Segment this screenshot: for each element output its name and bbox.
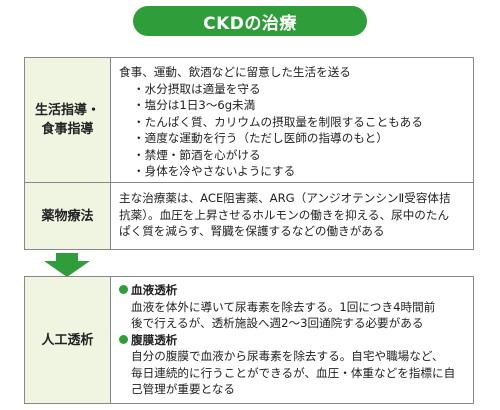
bullet-dot-icon [119, 285, 128, 294]
label-line: 薬物療法 [41, 208, 94, 224]
label-line: 食事指導 [41, 122, 94, 137]
dialysis-table: 人工透析 血液透析 血液を体外に導いて尿毒素を除去する。1回につき4時間前 後で… [24, 276, 474, 404]
section-title-text: 腹膜透析 [131, 332, 178, 347]
section-title: 血液透析 [119, 282, 465, 299]
row-content-medication: 主な治療薬は、ACE阻害薬、ARG（アンジオテンシンⅡ受容体拮 抗薬）。血圧を上… [111, 183, 473, 249]
row-label-lifestyle: 生活指導・ 食事指導 [25, 58, 111, 182]
bullet-dot-icon [119, 334, 128, 344]
treatment-table: 生活指導・ 食事指導 食事、運動、飲酒などに留意した生活を送る ・水分摂取は適量… [24, 57, 474, 250]
section-line: 自分の腹膜で血液から尿毒素を除去する。自宅や職場など、 [131, 349, 444, 363]
down-arrow-icon [44, 253, 90, 277]
lifestyle-bullet: ・適度な運動を行う（ただし医師の指導のもと） [133, 131, 388, 145]
row-content-dialysis: 血液透析 血液を体外に導いて尿毒素を除去する。1回につき4時間前 後で行えるが、… [111, 277, 473, 403]
row-medication: 薬物療法 主な治療薬は、ACE阻害薬、ARG（アンジオテンシンⅡ受容体拮 抗薬）… [25, 183, 473, 249]
medication-line: 主な治療薬は、ACE阻害薬、ARG（アンジオテンシンⅡ受容体拮 [119, 191, 451, 205]
lifestyle-bullet: ・身体を冷やさないようにする [133, 164, 296, 178]
row-label-dialysis: 人工透析 [25, 277, 111, 403]
lifestyle-intro: 食事、運動、飲酒などに留意した生活を送る [119, 65, 351, 79]
medication-line: 抗薬）。血圧を上昇させるホルモンの働きを抑える、尿中のたん [119, 207, 450, 222]
label-line: 生活指導・ [34, 103, 100, 118]
section-title-text: 血液透析 [131, 283, 178, 297]
page-title: CKDの治療 [203, 13, 297, 34]
lifestyle-bullet: ・禁煙・節酒を心がける [133, 147, 261, 162]
lifestyle-bullet: ・水分摂取は適量を守る [133, 81, 261, 96]
lifestyle-bullet: ・塩分は1日3～6g未満 [133, 98, 256, 112]
row-lifestyle: 生活指導・ 食事指導 食事、運動、飲酒などに留意した生活を送る ・水分摂取は適量… [25, 58, 473, 183]
row-label-medication: 薬物療法 [25, 183, 111, 249]
section-line: 血液を体外に導いて尿毒素を除去する。1回につき4時間前 [131, 299, 436, 314]
section-line: 己管理が重要となる [131, 382, 235, 396]
row-content-lifestyle: 食事、運動、飲酒などに留意した生活を送る ・水分摂取は適量を守る ・塩分は1日3… [111, 58, 473, 182]
title-banner: CKDの治療 [133, 6, 367, 36]
section-line: 毎日連続的に行うことができるが、血圧・体重などを指標に自 [131, 365, 456, 380]
section-title: 腹膜透析 [119, 332, 465, 349]
section-line: 後で行えるが、透析施設へ週2～3回通院する必要がある [131, 316, 424, 330]
label-line: 人工透析 [41, 332, 94, 348]
medication-line: ぱく質を減らす、腎臓を保護するなどの働きがある [119, 224, 385, 238]
lifestyle-bullet: ・たんぱく質、カリウムの摂取量を制限することもある [133, 114, 423, 129]
